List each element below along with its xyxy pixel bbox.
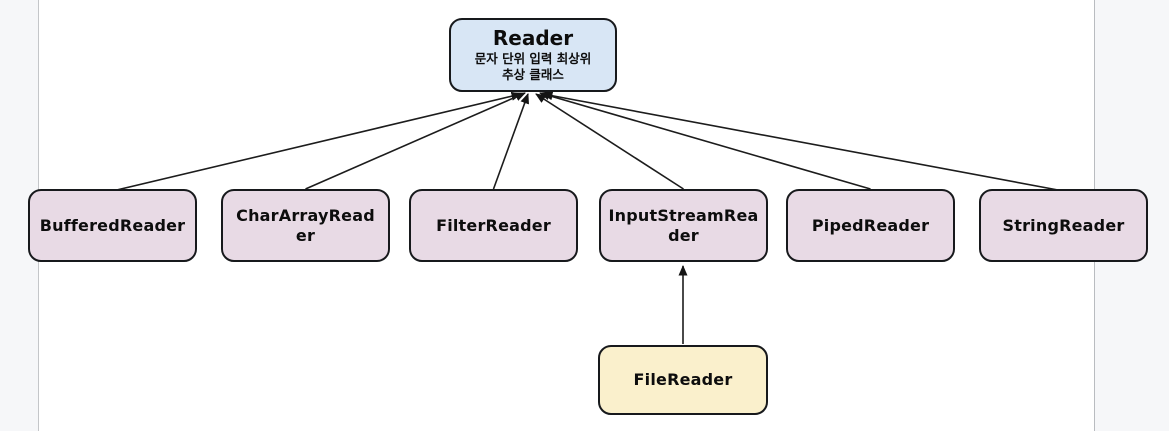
node-filereader-label: FileReader <box>633 370 733 389</box>
node-reader-subtitle: 문자 단위 입력 최상위 추상 클래스 <box>474 51 592 82</box>
node-chararrayreader[interactable]: CharArrayRead er <box>221 189 390 262</box>
node-pipedreader-label: PipedReader <box>811 215 930 235</box>
node-bufferedreader[interactable]: BufferedReader <box>28 189 197 262</box>
node-stringreader-label: StringReader <box>1002 215 1125 235</box>
node-inputstreamreader[interactable]: InputStreamRea der <box>599 189 768 262</box>
node-reader-title: Reader <box>492 26 574 51</box>
edge-stringreader-reader <box>542 91 1059 191</box>
node-inputstreamreader-label: InputStreamRea der <box>608 205 759 245</box>
node-pipedreader[interactable]: PipedReader <box>786 189 955 262</box>
node-reader[interactable]: Reader 문자 단위 입력 최상위 추상 클래스 <box>449 18 617 92</box>
edge-pipedreader-reader <box>539 91 871 190</box>
edge-chararrayreader-reader <box>305 92 526 190</box>
node-filterreader-label: FilterReader <box>436 215 551 235</box>
edge-inputstreamreader-reader <box>535 93 684 190</box>
node-stringreader[interactable]: StringReader <box>979 189 1148 262</box>
node-filterreader[interactable]: FilterReader <box>409 189 578 262</box>
edge-filterreader-reader <box>492 93 529 190</box>
node-bufferedreader-label: BufferedReader <box>39 215 186 235</box>
edge-bufferedreader-reader <box>112 91 522 192</box>
node-filereader[interactable]: FileReader <box>598 345 768 415</box>
node-chararrayreader-label: CharArrayRead er <box>236 205 375 245</box>
